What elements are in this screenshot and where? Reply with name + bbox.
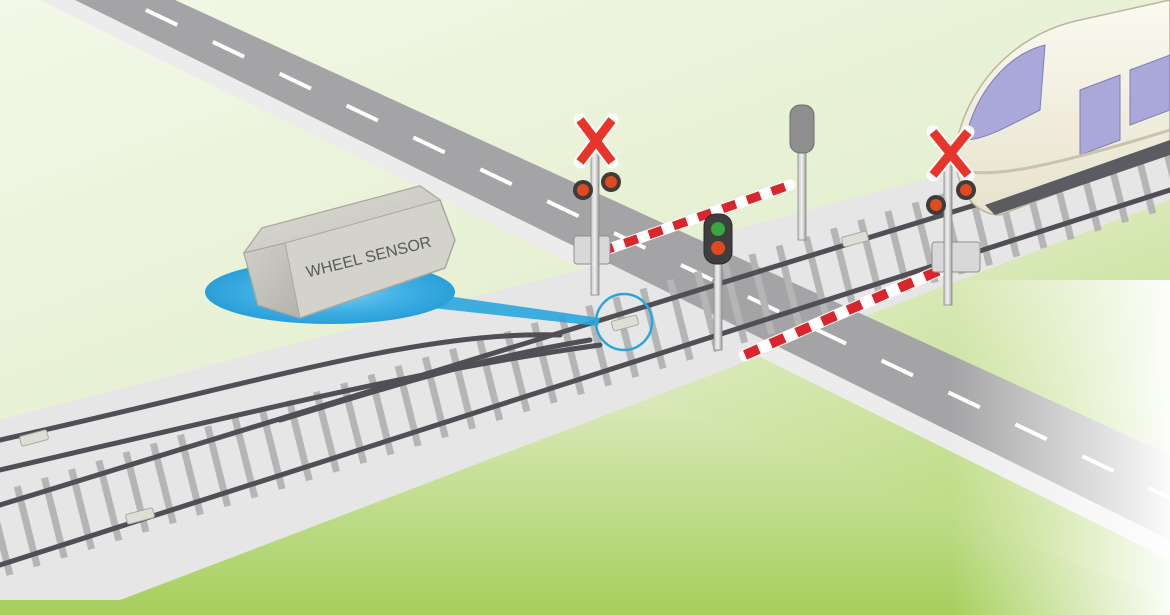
road — [75, 0, 1170, 540]
traffic-light — [703, 213, 733, 351]
sensor-box-end — [243, 242, 301, 319]
road-dash — [345, 103, 379, 123]
rail-branch-right — [0, 342, 603, 473]
road-dash — [145, 8, 179, 27]
train-windshield — [964, 44, 1046, 141]
callout-leader — [405, 290, 600, 326]
crossing-signal-right — [926, 125, 976, 306]
road-dash — [880, 358, 914, 378]
sensor-marker — [19, 429, 49, 447]
road-dash — [479, 167, 513, 187]
sensor-marker — [611, 314, 639, 332]
road-dash — [412, 135, 446, 155]
wheel-sensor-callout: WHEEL SENSOR — [205, 185, 456, 324]
sleeper — [884, 210, 912, 292]
road-signal-back — [789, 104, 815, 241]
road-dash — [211, 40, 245, 59]
crossing-signal-left — [573, 113, 621, 296]
train-window — [1129, 54, 1170, 126]
rail-switch — [277, 337, 593, 423]
road-dash — [546, 199, 580, 218]
grass-foreground — [0, 375, 1170, 615]
train-door — [1079, 74, 1121, 156]
road-dash — [278, 71, 312, 91]
edge-fade — [950, 280, 1170, 615]
boom-barrier-icon — [931, 241, 981, 273]
rail-branch-left — [0, 332, 563, 443]
road-dash — [813, 326, 847, 346]
sensor-marker — [841, 230, 869, 248]
sensor-marker — [125, 507, 155, 525]
trackside-sensors — [19, 230, 869, 525]
traffic-light-icon — [703, 213, 733, 265]
